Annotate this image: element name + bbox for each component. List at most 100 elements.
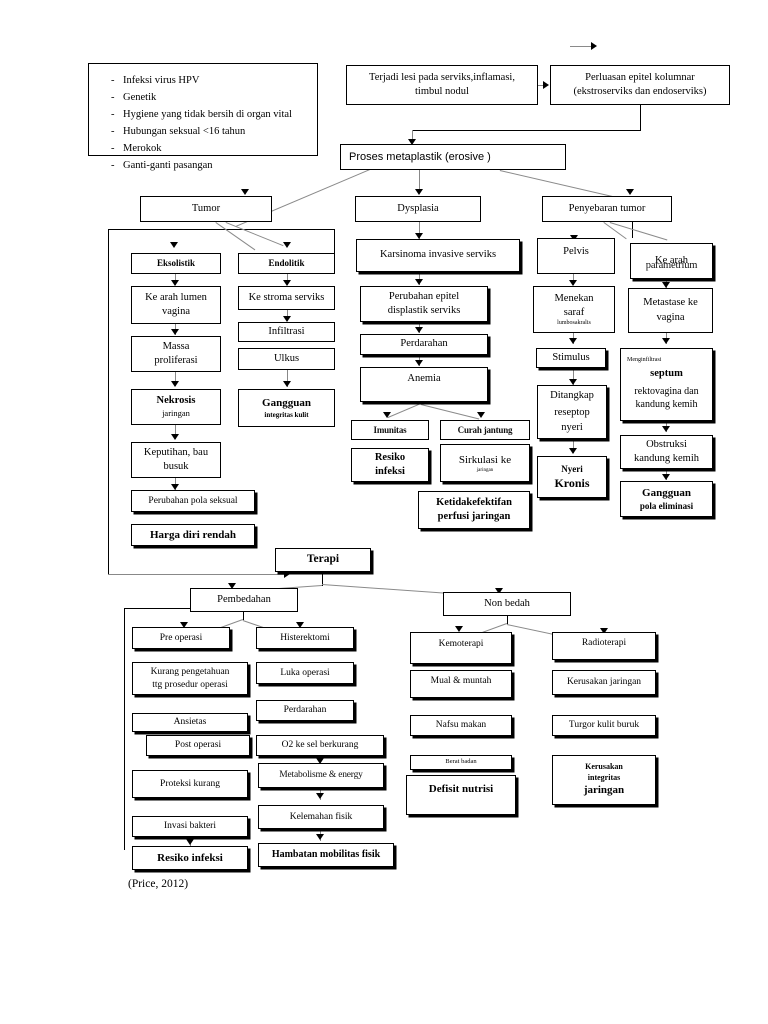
arrow-icon-down [569,448,577,454]
node-nyeri-kronis: Nyeri Kronis [537,456,607,498]
node-pelvis: Pelvis [537,238,615,274]
spine-tumor-top [108,229,334,230]
arrow-icon-down [228,583,236,589]
arrow-icon-down [180,622,188,628]
node-tumor: Tumor [140,196,272,222]
node-ke-arah-parametrium: Ke arah parametrium [630,243,713,279]
arrow-icon-down [662,282,670,288]
node-defisit-nutrisi: Defisit nutrisi [406,775,516,815]
arrow-icon-down [662,426,670,432]
arrow-icon-down [383,412,391,418]
spine-tumor-right-drop [334,229,335,253]
etiology-item: -Infeksi virus HPV [111,75,200,86]
arrow-icon-down [316,834,324,840]
node-endolitik: Endolitik [238,253,335,274]
connector-vertical [287,274,288,285]
node-infiltrasi: Infiltrasi [238,322,335,342]
node-mual-muntah: Mual & muntah [410,670,512,698]
node-obstruksi-kandung-kemih: Obstruksi kandung kemih [620,435,713,469]
arrow-icon-down [283,381,291,387]
node-radioterapi: Radioterapi [552,632,656,660]
node-keputihan-bau-busuk: Keputihan, bau busuk [131,442,221,478]
stray-connector-line [570,46,592,47]
connector-vertical [175,274,176,285]
stray-arrow-icon [591,42,597,50]
arrow-icon-down [662,474,670,480]
node-menginfiltrasi-septum: Menginfiltrasi septum rektovagina dan ka… [620,348,713,421]
node-proteksi-kurang: Proteksi kurang [132,770,248,798]
node-dysplasia: Dysplasia [355,196,481,222]
connector-vertical [573,274,574,285]
node-nekrosis-jaringan: Nekrosis jaringan [131,389,221,425]
node-harga-diri-rendah: Harga diri rendah [131,524,255,546]
node-stimulus: Stimulus [536,348,606,368]
node-ketidakefektifan-perfusi: Ketidakefektifan perfusi jaringan [418,491,530,529]
connector-metaplastik-to-dysplasia [419,170,420,192]
arrow-icon-down [171,329,179,335]
node-metastase-ke-vagina: Metastase ke vagina [628,288,713,333]
node-perdarahan-operasi: Perdarahan [256,700,354,721]
arrow-icon-down [569,379,577,385]
node-ke-arah-lumen-vagina: Ke arah lumen vagina [131,286,221,324]
arrow-icon-down [495,588,503,594]
node-imunitas: Imunitas [351,420,429,440]
node-post-operasi: Post operasi [146,735,250,756]
arrow-icon-down [415,327,423,333]
node-resiko-infeksi-anemia: Resiko infeksi [351,448,429,482]
node-pembedahan: Pembedahan [190,588,298,612]
node-kelemahan-fisik: Kelemahan fisik [258,805,384,829]
arrow-icon-down [415,279,423,285]
arrow-icon-down [408,139,416,145]
etiology-item: -Genetik [111,92,157,103]
node-o2-berkurang: O2 ke sel berkurang [256,735,384,756]
connector-vertical [507,616,508,624]
etiology-item: -Merokok [111,143,162,154]
connector-vertical [175,372,176,386]
arrow-icon-down [316,758,324,764]
arrow-icon-down [241,189,249,195]
etiology-item: -Ganti-ganti pasangan [111,160,213,171]
arrow-icon-down [283,242,291,248]
spine-pembedahan-left [124,608,192,609]
node-resiko-infeksi-operasi: Resiko infeksi [132,846,248,870]
node-lesi-serviks: Terjadi lesi pada serviks,inflamasi, tim… [346,65,538,105]
node-histerektomi: Histerektomi [256,627,354,649]
node-luka-operasi: Luka operasi [256,662,354,684]
node-perluasan-epitel: Perluasan epitel kolumnar (ekstroserviks… [550,65,730,105]
connector-vertical [287,310,288,321]
node-anemia: Anemia [360,367,488,402]
node-nafsu-makan: Nafsu makan [410,715,512,736]
node-proses-metaplastik: Proses metaplastik (erosive ) [340,144,566,170]
arrow-icon-down [626,189,634,195]
connector-vertical [419,222,420,239]
node-ditangkap-reseptor-nyeri: Ditangkap reseptop nyeri [537,385,607,439]
node-ke-stroma-serviks: Ke stroma serviks [238,286,335,310]
arrow-icon-down [477,412,485,418]
node-penyebaran-tumor: Penyebaran tumor [542,196,672,222]
arrow-icon-down [415,233,423,239]
arrow-icon-down [316,793,324,799]
connector-perluasan-down [640,105,641,130]
arrow-icon-down [170,242,178,248]
arrow-icon-down [569,338,577,344]
connector-vertical [573,368,574,385]
connector-vertical [287,370,288,387]
node-perdarahan: Perdarahan [360,334,488,355]
arrow-icon-down [186,839,194,845]
arrow-icon-down [171,484,179,490]
node-massa-proliferasi: Massa proliferasi [131,336,221,372]
connector-vertical [243,612,244,620]
connector-vertical [573,439,574,453]
arrow-icon-down [415,360,423,366]
connector-into-metaplastik [412,130,413,142]
node-ulkus: Ulkus [238,348,335,370]
connector-lesi-to-perluasan [538,85,546,86]
arrow-icon-down [455,626,463,632]
arrow-icon-down [296,622,304,628]
arrow-icon-down [569,280,577,286]
node-gangguan-integritas-kulit: Gangguan integritas kulit [238,389,335,427]
connector-perluasan-left [412,130,641,131]
connector-vertical [322,572,323,586]
spine-pembedahan-vertical [124,608,125,850]
